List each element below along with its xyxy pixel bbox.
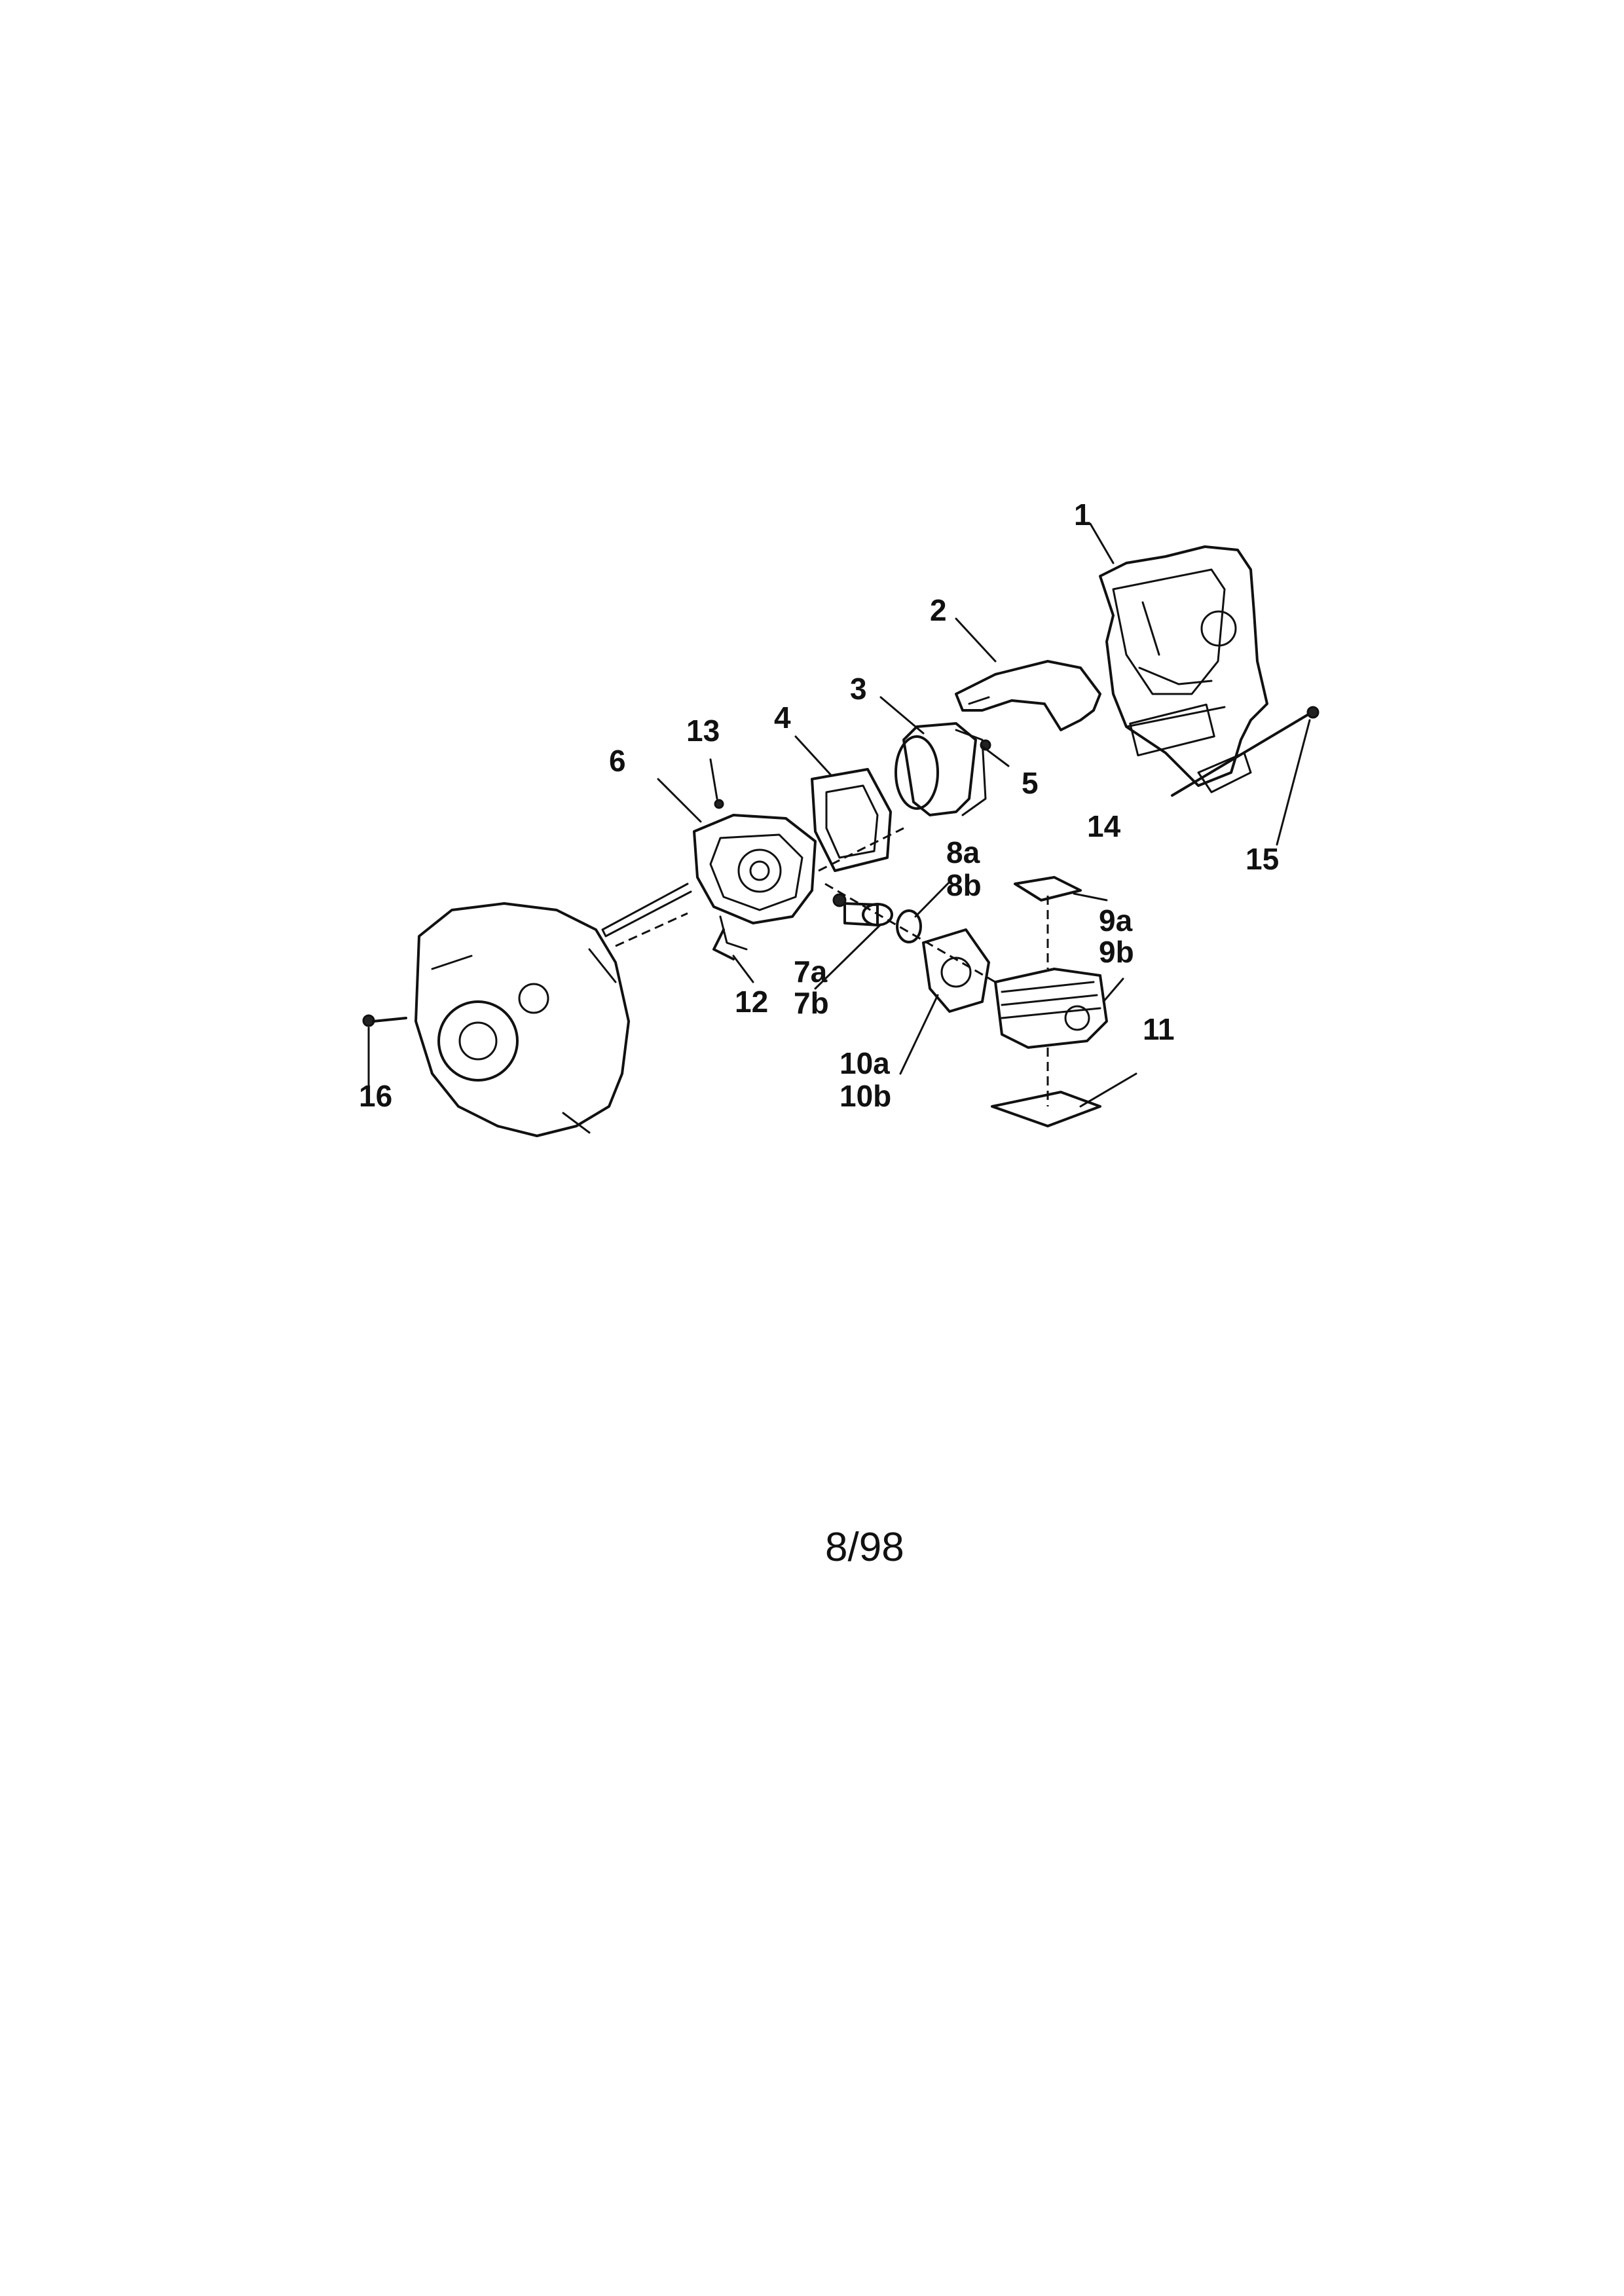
part-12-clamp [712, 928, 735, 960]
part-9-cylinder [994, 968, 1108, 1049]
callout-9b: 9b [1099, 935, 1134, 969]
part-13-screw [714, 799, 724, 809]
part-15-bolt [1171, 706, 1320, 797]
callout-8a: 8a [946, 835, 980, 869]
part-2-shroud-cover [955, 660, 1101, 731]
callout-16: 16 [359, 1079, 392, 1113]
callout-3: 3 [850, 672, 867, 706]
callout-2: 2 [930, 593, 947, 627]
callout-7a: 7a [794, 955, 828, 989]
part-1-engine-housing [1099, 545, 1268, 793]
flywheel-housing [415, 902, 630, 1137]
callout-5: 5 [1022, 766, 1039, 800]
callout-9a: 9a [1099, 903, 1133, 938]
part-11-bottom-plate [991, 1091, 1101, 1127]
callout-15: 15 [1246, 842, 1279, 876]
revision-date: 8/98 [825, 1525, 904, 1570]
callout-7b: 7b [794, 986, 829, 1020]
callout-8b: 8b [946, 868, 982, 902]
part-7-piston [832, 893, 893, 926]
callout-1: 1 [1074, 498, 1091, 532]
callout-14: 14 [1087, 809, 1121, 843]
callout-6: 6 [609, 744, 626, 778]
part-3-intake-block [895, 722, 987, 816]
part-10-cylinder-gasket [922, 928, 990, 1013]
callout-10b: 10b [840, 1079, 891, 1113]
leader-lines [367, 522, 1311, 1108]
callout-10a: 10a [840, 1046, 890, 1080]
callout-4: 4 [774, 701, 791, 735]
callout-13: 13 [686, 714, 720, 748]
part-8-o-ring [896, 909, 922, 943]
part-14-top-plate [1014, 876, 1082, 902]
callout-11: 11 [1143, 1012, 1175, 1046]
callout-12: 12 [735, 985, 768, 1019]
part-4-gasket [811, 768, 892, 872]
part-16-screw [362, 1014, 407, 1027]
part-6-carburetor-assembly [601, 814, 817, 951]
